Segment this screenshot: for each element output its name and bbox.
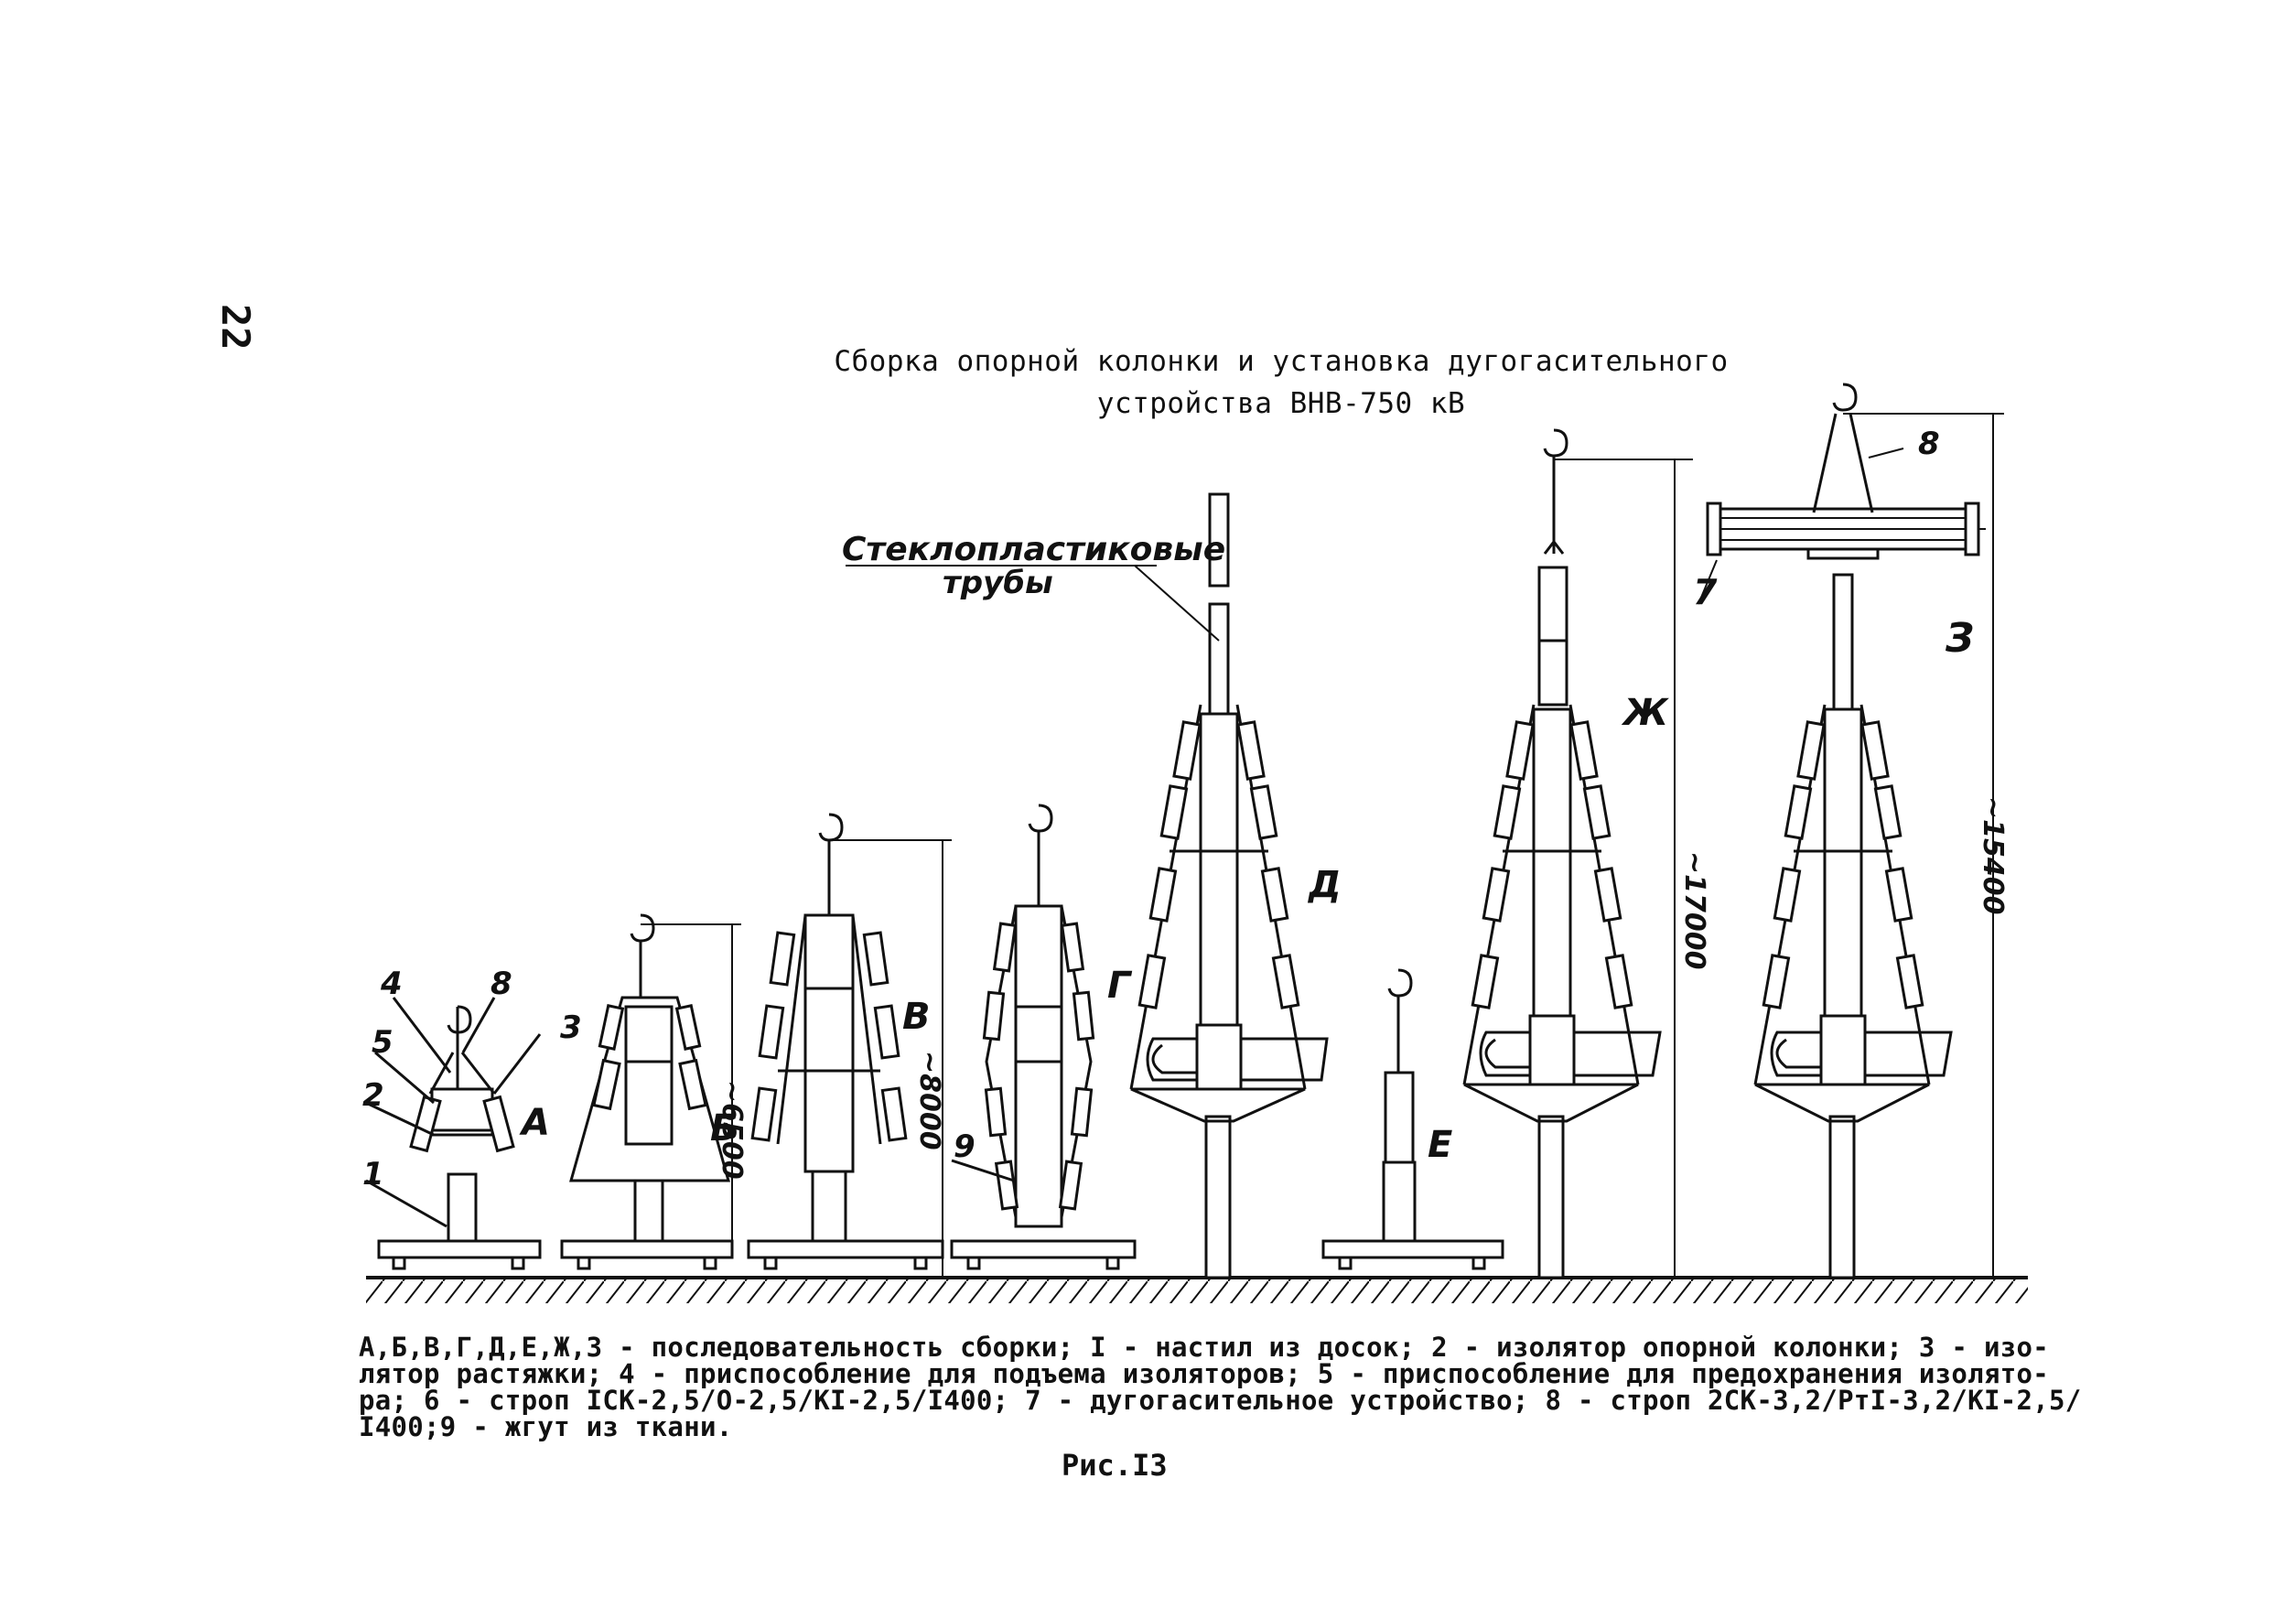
stage-g-label: Г bbox=[1107, 965, 1133, 1007]
caption-line-3: ра; 6 - строп IСК-2,5/О-2,5/КI-2,5/I400;… bbox=[359, 1385, 2082, 1416]
caption-line-2: лятор растяжки; 4 - приспособление для п… bbox=[359, 1358, 2049, 1389]
guy-insulator-a2 bbox=[482, 1095, 515, 1153]
stage-d-label: Д bbox=[1307, 864, 1342, 906]
dim-6500: ~6500 bbox=[716, 1080, 748, 1180]
insulator-fixture-a bbox=[430, 1087, 494, 1137]
legend-caption: А,Б,В,Г,Д,Е,Ж,З - последовательность сбо… bbox=[359, 1332, 2082, 1442]
stage-zh-label: Ж bbox=[1621, 692, 1669, 734]
tubes-label-line1: Стеклопластиковые bbox=[842, 531, 1225, 568]
item-9-label: 9 bbox=[954, 1128, 976, 1165]
platform-v bbox=[747, 1239, 944, 1259]
stage-b bbox=[560, 913, 741, 1270]
stage-g bbox=[950, 804, 1137, 1270]
item-3-label: 3 bbox=[560, 1009, 582, 1046]
title-line-1: Сборка опорной колонки и установка дугог… bbox=[834, 345, 1729, 378]
ground bbox=[366, 1276, 2028, 1303]
caption-line-4: I400;9 - жгут из ткани. bbox=[359, 1411, 733, 1442]
item-5-label: 5 bbox=[372, 1024, 393, 1061]
stage-a-label: А bbox=[519, 1102, 550, 1144]
platform-g bbox=[950, 1239, 1137, 1259]
stage-e-label: Е bbox=[1428, 1124, 1452, 1166]
platform-b bbox=[560, 1239, 734, 1259]
caption-line-1: А,Б,В,Г,Д,Е,Ж,З - последовательность сбо… bbox=[359, 1332, 2049, 1363]
stage-e bbox=[1321, 968, 1504, 1270]
stage-d bbox=[1129, 492, 1329, 1279]
stage-b-label: Б bbox=[710, 1107, 738, 1149]
stage-z-label: З bbox=[1945, 615, 1974, 662]
stage-v-label: В bbox=[902, 996, 931, 1038]
platform-a bbox=[377, 1239, 542, 1259]
dim-8000: ~8000 bbox=[913, 1051, 945, 1150]
stage-zh bbox=[1462, 428, 1693, 1279]
support-insulator-a bbox=[447, 1172, 478, 1243]
title-line-2: устройства ВНВ-750 кВ bbox=[1096, 387, 1466, 420]
dim-17000: ~17000 bbox=[1678, 851, 1710, 970]
figure-label: Рис.I3 bbox=[1062, 1448, 1168, 1483]
tubes-label-line2: трубы bbox=[943, 565, 1053, 601]
platform-e bbox=[1321, 1239, 1504, 1259]
dim-15400: ~15400 bbox=[1977, 796, 2009, 915]
item-7-label: 7 bbox=[1693, 572, 1718, 612]
item-2-label: 2 bbox=[362, 1077, 384, 1114]
stage-z bbox=[1698, 383, 2004, 1279]
item-8-label-a: 8 bbox=[490, 966, 512, 1002]
item-8-label-z: 8 bbox=[1918, 426, 1940, 462]
guy-insulator-a1 bbox=[409, 1095, 442, 1153]
diagram-title: Сборка опорной колонки и установка дугог… bbox=[769, 340, 1794, 425]
item-1-label: 1 bbox=[362, 1156, 384, 1193]
stage-v bbox=[747, 813, 952, 1278]
item-4-label: 4 bbox=[380, 966, 403, 1002]
stage-a bbox=[365, 997, 542, 1270]
hook-icon bbox=[447, 1005, 472, 1034]
